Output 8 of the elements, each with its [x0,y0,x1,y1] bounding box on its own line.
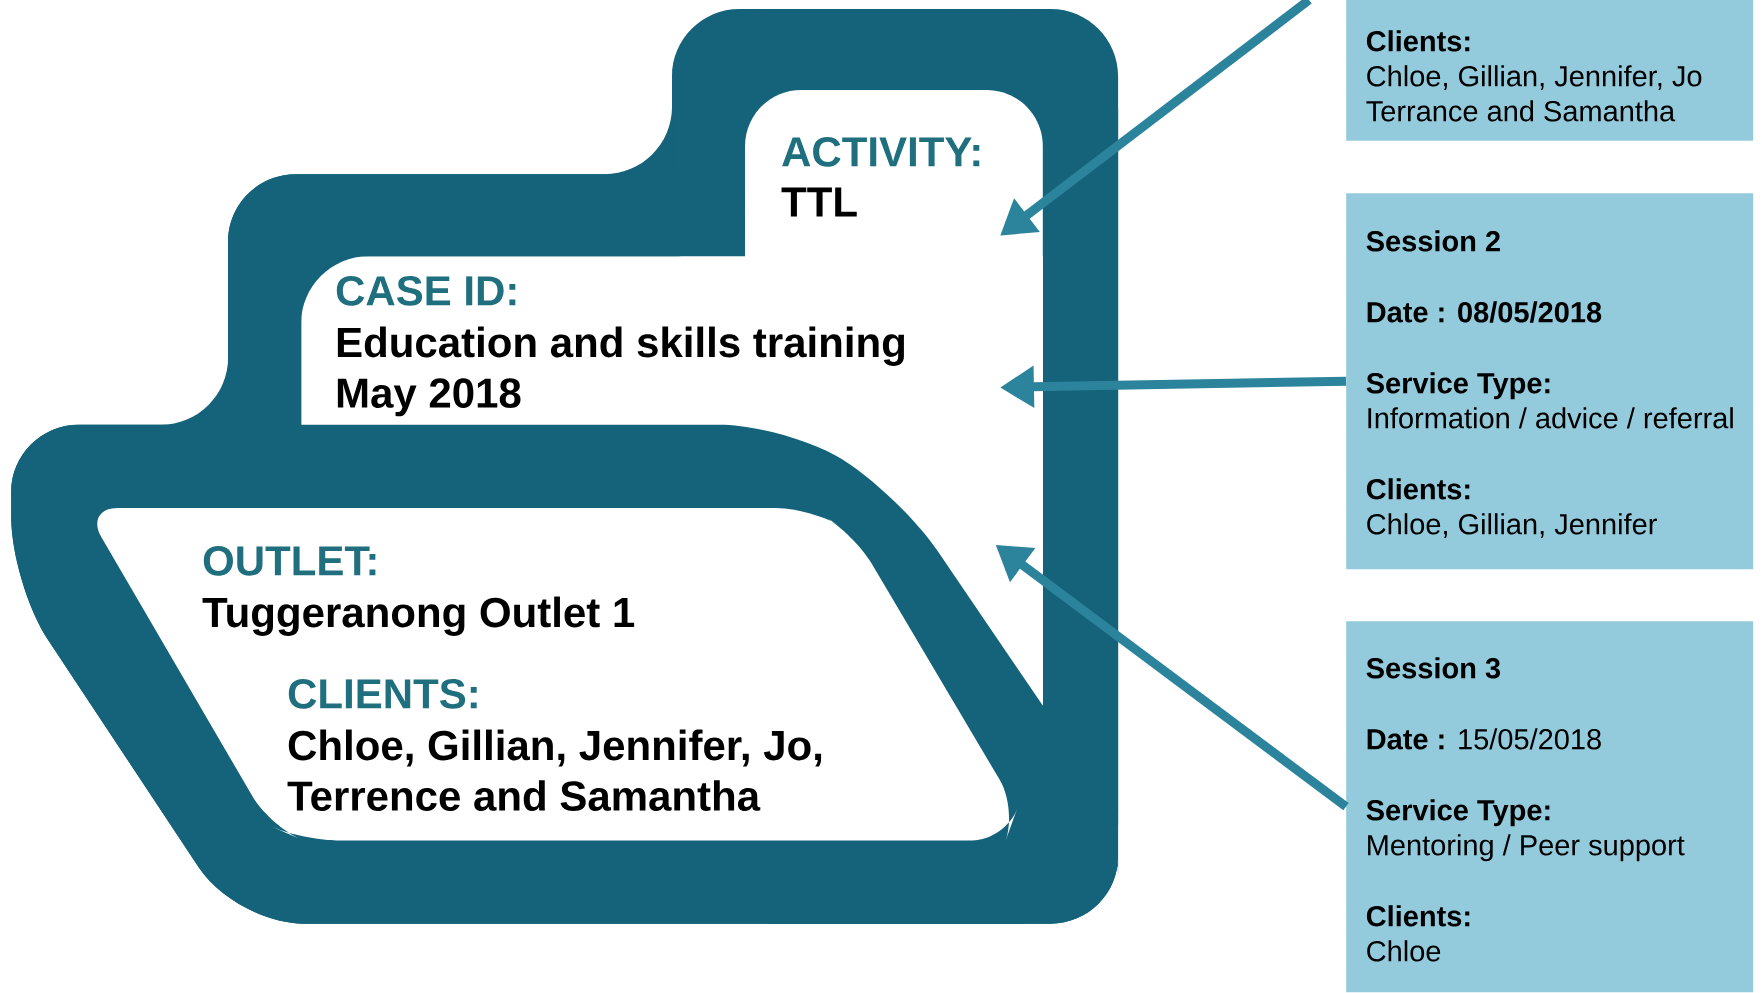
folder-drawing [11,9,1121,924]
info-box: Clients: Chloe, Gillian, Jennifer, Jo Terrance and Samantha [1346,0,1754,141]
info-box: Session 3 Date : 15/05/2018 Service Type: Mentoring / Peer support Clients: Chloe [1346,621,1754,993]
info-box: Session 2 Date : 08/05/2018 Service Type: Information / advice / referral Clients: Chloe, Gillian, Jennifer [1346,193,1754,570]
folder-label: OUTLET: Tuggeranong Outlet 1 [202,545,635,636]
folder-label: CASE ID: Education and skills training May 2018 [336,275,905,417]
folder-label: CLIENTS: Chloe, Gillian, Jennifer, Jo, Terrence and Samantha [287,678,822,811]
folder-label: ACTIVITY: TTL [781,136,980,217]
